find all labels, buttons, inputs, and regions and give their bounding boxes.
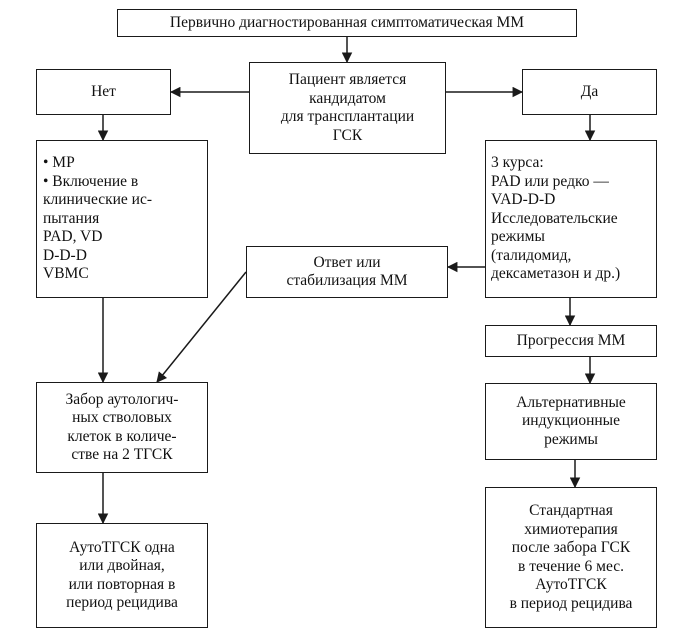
box-progression-text: Прогрессия ММ [517,332,626,351]
box-collection-text: Забор аутологич- ных стволовых клеток в … [66,391,179,465]
box-auto-tgsk-line: период рецидива [66,594,178,611]
box-collection-line: ных стволовых [72,409,172,426]
box-standard-line: в течение 6 мес. [518,557,624,575]
box-right-courses: 3 курса: PAD или редко — VAD-D-D Исследо… [485,140,657,298]
box-no: Нет [36,69,171,115]
box-alternative-line: Альтернативные [516,393,626,411]
box-yes: Да [522,69,657,115]
box-top: Первично диагностированная симптоматичес… [117,9,577,37]
box-response-text: Ответ или стабилизация ММ [286,254,407,291]
box-progression-line: Прогрессия ММ [516,331,626,349]
box-auto-tgsk-line: или двойная, [79,557,165,574]
box-yes-line: Да [580,82,599,100]
box-collection-line: стве на 2 ТГСК [71,446,173,463]
box-right-courses-line: (талидомид, [491,246,572,264]
box-left-options-line: VBMC [43,265,89,283]
box-standard-text: Стандартная химиотерапия после забора ГС… [510,502,633,613]
box-alternative-text: Альтернативные индукционные режимы [516,394,626,450]
box-candidate-text: Пациент является кандидатом для транспла… [281,71,414,145]
box-alternative: Альтернативные индукционные режимы [485,383,657,460]
box-auto-tgsk: АутоТГСК одна или двойная, или повторная… [36,523,208,628]
box-left-options-line: пытания [43,209,100,227]
box-top-text: Первично диагностированная симптоматичес… [170,14,524,33]
box-right-courses-line: Исследовательские [491,209,618,227]
box-right-courses-line: VAD-D-D [491,191,556,209]
box-left-options-line: PAD, VD [43,228,103,246]
box-alternative-line: режимы [544,430,598,448]
box-left-options: • МР • Включение в клинические ис- пытан… [36,140,208,298]
box-standard-line: АутоТГСК [535,576,607,593]
box-auto-tgsk-text: АутоТГСК одна или двойная, или повторная… [66,539,178,613]
box-auto-tgsk-line: или повторная в [68,575,176,593]
box-candidate: Пациент является кандидатом для транспла… [249,62,446,154]
box-standard-line: Стандартная [529,502,613,519]
box-no-line: Нет [91,82,116,100]
box-top-line: Первично диагностированная симптоматичес… [169,13,525,31]
box-left-options-line: • Включение в [43,172,139,190]
arrow-response-to-collection [156,271,247,383]
box-collection-line: Забор аутологич- [65,390,179,408]
box-response-line: Ответ или [313,253,381,271]
box-candidate-line: кандидатом [309,89,386,107]
box-auto-tgsk-line: АутоТГСК одна [69,538,175,556]
box-candidate-line: Пациент является [288,71,407,88]
box-left-options-text: • МР • Включение в клинические ис- пытан… [43,154,152,284]
box-right-courses-text: 3 курса: PAD или редко — VAD-D-D Исследо… [491,154,620,284]
box-left-options-line: клинические ис- [43,191,153,209]
box-collection: Забор аутологич- ных стволовых клеток в … [36,382,208,473]
box-yes-text: Да [581,83,598,102]
box-no-text: Нет [91,83,116,102]
box-left-options-line: D-D-D [43,246,87,264]
box-collection-line: клеток в количе- [67,427,177,445]
box-candidate-line: для трансплантации [280,108,415,125]
box-standard-line: химиотерапия [524,520,618,538]
box-right-courses-line: режимы [491,228,545,246]
box-right-courses-line: дексаметазон и др.) [491,265,621,283]
box-standard-line: в период рецидива [509,594,633,612]
box-right-courses-line: PAD или редко — [491,172,609,190]
box-response-line: стабилизация ММ [286,272,408,289]
box-progression: Прогрессия ММ [485,325,657,357]
box-response: Ответ или стабилизация ММ [246,246,448,298]
box-right-courses-line: 3 курса: [491,154,544,172]
box-standard-line: после забора ГСК [511,539,631,556]
box-alternative-line: индукционные [522,412,620,430]
box-candidate-line: ГСК [332,126,363,144]
box-standard: Стандартная химиотерапия после забора ГС… [485,487,657,628]
box-left-options-line: • МР [43,154,75,172]
